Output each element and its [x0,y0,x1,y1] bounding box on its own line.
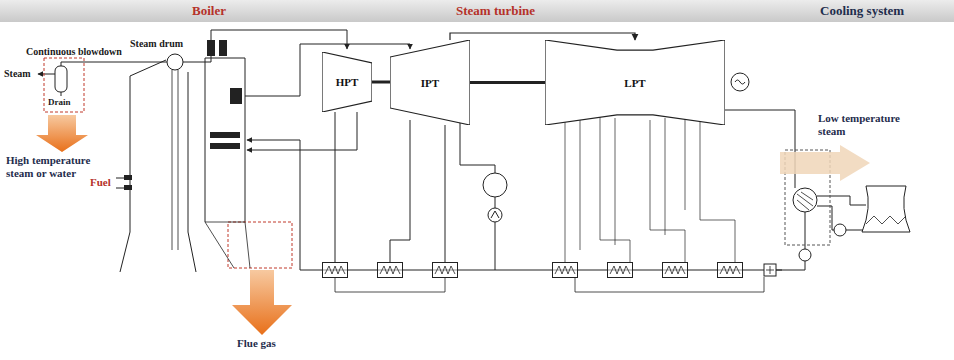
fuel-pipe [116,178,124,188]
heater [717,263,743,278]
turbine-shaft [372,81,390,84]
drain-label: Drain [48,97,78,107]
extraction-pipe [335,112,495,262]
tower-fill [866,216,906,224]
burner [124,185,132,190]
steam-pipe [38,74,55,75]
turbine-hp: HPT [322,52,372,112]
turbine-shape [390,40,470,125]
section-title: Steam turbine [456,3,535,19]
flue-gas-arrow [232,270,292,335]
section-title: Boiler [192,3,226,19]
hot-water-arrow [36,115,88,152]
generator [731,73,749,91]
back-pass-roof [205,58,245,59]
furnace-wall [120,60,166,272]
economizer [210,143,240,149]
drain-pipe [61,92,62,96]
heater [322,263,348,278]
heater [607,263,633,278]
turbine-shape [545,40,725,125]
heater [377,263,403,278]
steam-drum [167,54,183,70]
furnace-wall [188,72,196,272]
turbine-shaft [470,81,545,84]
back-pass [205,58,245,222]
pump [488,208,502,222]
dashed-frame [44,58,84,112]
steam-outlet-label: Low temperature steam [818,112,930,137]
section-title: Cooling system [820,3,904,19]
crossover-pipe [450,33,635,40]
pump [799,249,811,261]
flue-duct [205,222,250,268]
steam-arrow [780,145,870,181]
condenser-tubes [797,192,813,210]
turbine-label: HPT [336,76,359,88]
turbine-lp: LPT [545,40,725,125]
economizer [210,132,240,138]
generator-mark [735,80,745,84]
cooling-tower [862,186,910,232]
mixer [764,264,776,276]
drain-pipe [335,277,764,292]
cold-reheat-pipe [247,112,357,150]
dashed-frame [228,222,292,268]
superheater [219,40,227,56]
outlet-label: High temperature steam or water [6,154,114,179]
pump [834,224,846,236]
condensate-pipe [776,212,805,270]
downcomer [172,70,178,250]
heater [662,263,688,278]
drum-outlet [183,40,211,62]
steam-label: Steam [4,68,38,80]
pump-mark [491,211,499,218]
exhaust-pipe [725,110,795,188]
fuel-label: Fuel [90,176,116,189]
blowdown-label: Continuous blowdown [26,46,136,58]
turbine-shape [322,52,372,112]
flash-tank [55,66,67,92]
blowdown-pipe [61,62,167,66]
turbine-label: LPT [624,77,645,89]
turbine-ip: IPT [390,40,470,125]
reheater [230,88,242,104]
flue-gas-label: Flue gas [237,337,297,350]
heater [552,263,578,278]
main-steam-pipe [211,30,347,49]
heater [432,263,458,278]
header-band: Boiler Steam turbine Cooling system [0,0,954,22]
superheater [207,40,215,56]
condenser [793,188,817,212]
turbine-label: IPT [421,77,439,89]
mixer-mark [766,266,774,274]
burner [124,175,132,180]
feedwater-pipe [247,140,782,270]
drum-label: Steam drum [130,38,200,50]
deaerator [483,173,507,197]
extraction-pipe [565,112,735,262]
